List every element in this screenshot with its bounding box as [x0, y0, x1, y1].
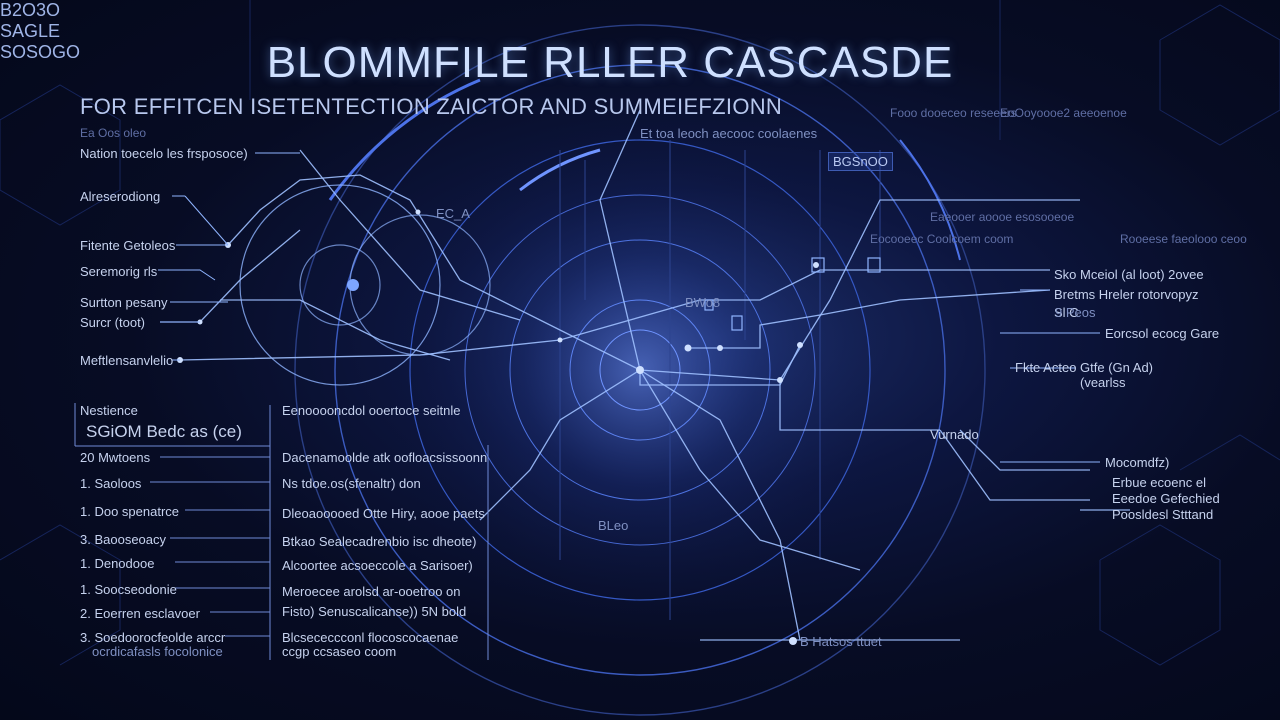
center-label-8: BLeo: [598, 518, 629, 533]
mid-panel-row-9: ccgp ccsaseo coom: [282, 644, 397, 659]
concentric-rings: [294, 24, 986, 716]
right-callout-6: (vearlss: [1080, 375, 1126, 390]
right-callout-8: Mocomdfz): [1105, 455, 1170, 470]
ring-label-5: EoOoyoooe2 aeeoenoe: [1000, 106, 1127, 120]
center-tag: BGSnOO: [828, 152, 893, 171]
mid-panel-header: Eenooooncdol ooertoce seitnle: [282, 403, 461, 418]
nodes: [177, 209, 819, 645]
diagram-subtitle: FOR EFFITCEN ISETENTECTION ZAICTOR AND S…: [80, 94, 783, 119]
ring-label-6: Rooeese faeolooo ceoo: [1120, 232, 1247, 246]
left-callout-2: Alreserodiong: [80, 189, 161, 204]
left-leaders: [158, 152, 300, 361]
center-label-5: 9 Peos: [1055, 305, 1096, 320]
left-callout-6: Surcr (toot): [80, 315, 146, 330]
mid-panel-row-3: Dleoaooooed Otte Hiry, aooe paets: [282, 506, 485, 521]
right-callout-7: Vurnado: [930, 427, 979, 442]
left-panel-row-1: 20 Mwtoens: [80, 450, 151, 465]
left-panel-footer: ocrdicafasls focolonice: [92, 644, 223, 659]
ring-label-4: Ea Oos oleo: [80, 126, 147, 140]
right-callout-2: Bretms Hreler rotorvopyz: [1054, 287, 1199, 302]
left-panel-highlight: SGiOM Bedc as (ce): [86, 422, 242, 441]
mid-panel-row-8: Blcsececcconl flocoscocaenae: [282, 630, 459, 645]
mid-panel-row-1: Dacenamoolde atk oofloacsissoonn: [282, 450, 488, 465]
mid-panel-row-5: Alcoortee acsoeccole a Sarisoer): [282, 558, 473, 573]
left-panel-header: Nestience: [80, 403, 138, 418]
left-panel-row-4: 3. Baooseoacy: [80, 532, 167, 547]
mid-panel-row-2: Ns tdoe.os(sfenaltr) don: [282, 476, 421, 491]
left-panel-row-7: 2. Eoerren esclavoer: [80, 606, 200, 621]
left-panel-row-8: 3. Soedoorocfeolde arccr: [80, 630, 226, 645]
right-leaders: [1000, 289, 1100, 463]
right-callout-1: Sko Mceiol (al loot) 2ovee: [1054, 267, 1204, 282]
center-label-3: BWo8: [685, 295, 721, 310]
center-label-10: B Hatsos ttuet: [800, 634, 882, 649]
vertical-rules: [559, 140, 881, 620]
mid-panel-row-7: Fisto) Senuscalicanse)) 5N bold: [282, 604, 467, 619]
hex-grid: [0, 0, 1280, 666]
mid-panel-row-4: Btkao Sealecadrenbio isc dheote): [282, 534, 477, 549]
ring-label-3: Eocooeec Coolcoem coom: [870, 232, 1014, 246]
ring-label-1: Fooo dooeceo reseeers: [890, 106, 1017, 120]
left-callout-5: Surtton pesany: [80, 295, 168, 310]
center-label-9: SOSOGO: [0, 42, 81, 62]
right-callout-5: Fkte Acteo Gtfe (Gn Ad): [1015, 360, 1154, 375]
left-callout-3: Fitente Getoleos: [80, 238, 176, 253]
bracket-marks: [704, 257, 881, 331]
ring-label-2: Eaeooer aoooe esosooeoe: [930, 210, 1075, 224]
center-label-1: Et toa leoch aecooc coolaenes: [640, 126, 818, 141]
right-callout-11: Poosldesl Stttand: [1112, 507, 1214, 522]
network-lines: [160, 109, 1130, 641]
center-label-6: B2O3O: [0, 0, 61, 20]
left-panel-row-2: 1. Saoloos: [80, 476, 142, 491]
right-callout-9: Erbue ecoenc el: [1112, 475, 1206, 490]
left-callout-7: Meftlensanvlelio: [80, 353, 174, 368]
right-callout-3: Sl C: [1054, 305, 1079, 320]
right-callout-4: Eorcsol ecocg Gare: [1105, 326, 1220, 341]
center-label-7: SAGLE: [0, 21, 61, 41]
left-panel-frame: [74, 403, 489, 660]
diagram-title: BLOMMFILE RLLER CASCASDE: [266, 38, 954, 87]
left-panel-row-3: 1. Doo spenatrce: [80, 504, 180, 519]
right-callout-10: Eeedoe Gefechied: [1112, 491, 1220, 506]
left-callout-4: Seremorig rls: [80, 264, 158, 279]
left-panel-row-5: 1. Denodooe: [80, 556, 155, 571]
left-callout-1: Nation toecelo les frsposoce): [80, 146, 248, 161]
left-panel-row-6: 1. Soocseodonie: [80, 582, 177, 597]
mid-panel-row-6: Meroecee arolsd ar-ooetroo on: [282, 584, 461, 599]
center-label-4: EC_A: [436, 206, 470, 221]
